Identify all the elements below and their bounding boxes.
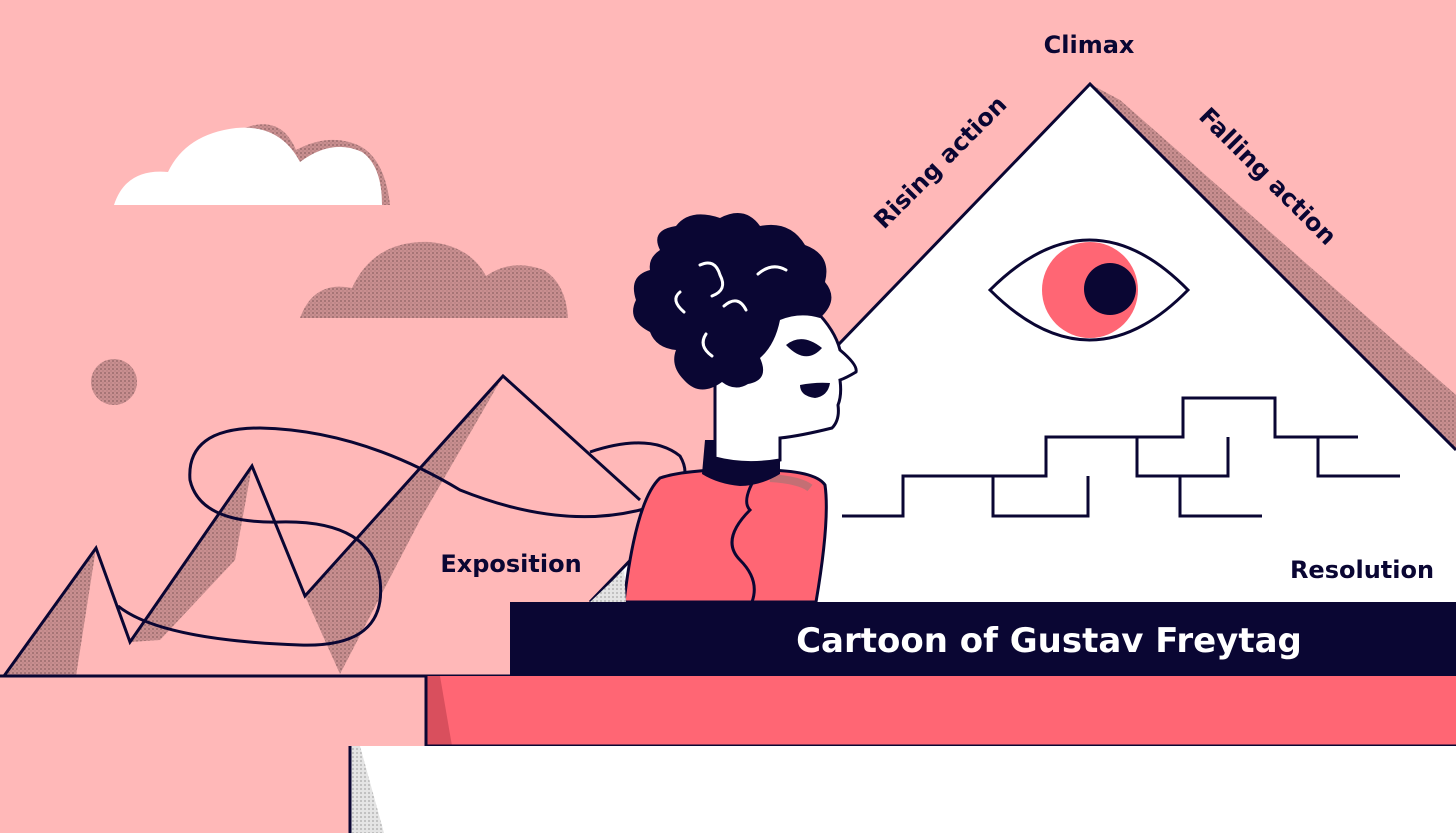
- sun-dot: [91, 359, 137, 405]
- exposition-label: Exposition: [440, 550, 581, 578]
- resolution-label: Resolution: [1290, 556, 1434, 584]
- banner-caption: Cartoon of Gustav Freytag: [796, 621, 1302, 661]
- climax-label: Climax: [1044, 31, 1135, 59]
- white-block: [350, 746, 1456, 833]
- coral-block: [426, 676, 1456, 746]
